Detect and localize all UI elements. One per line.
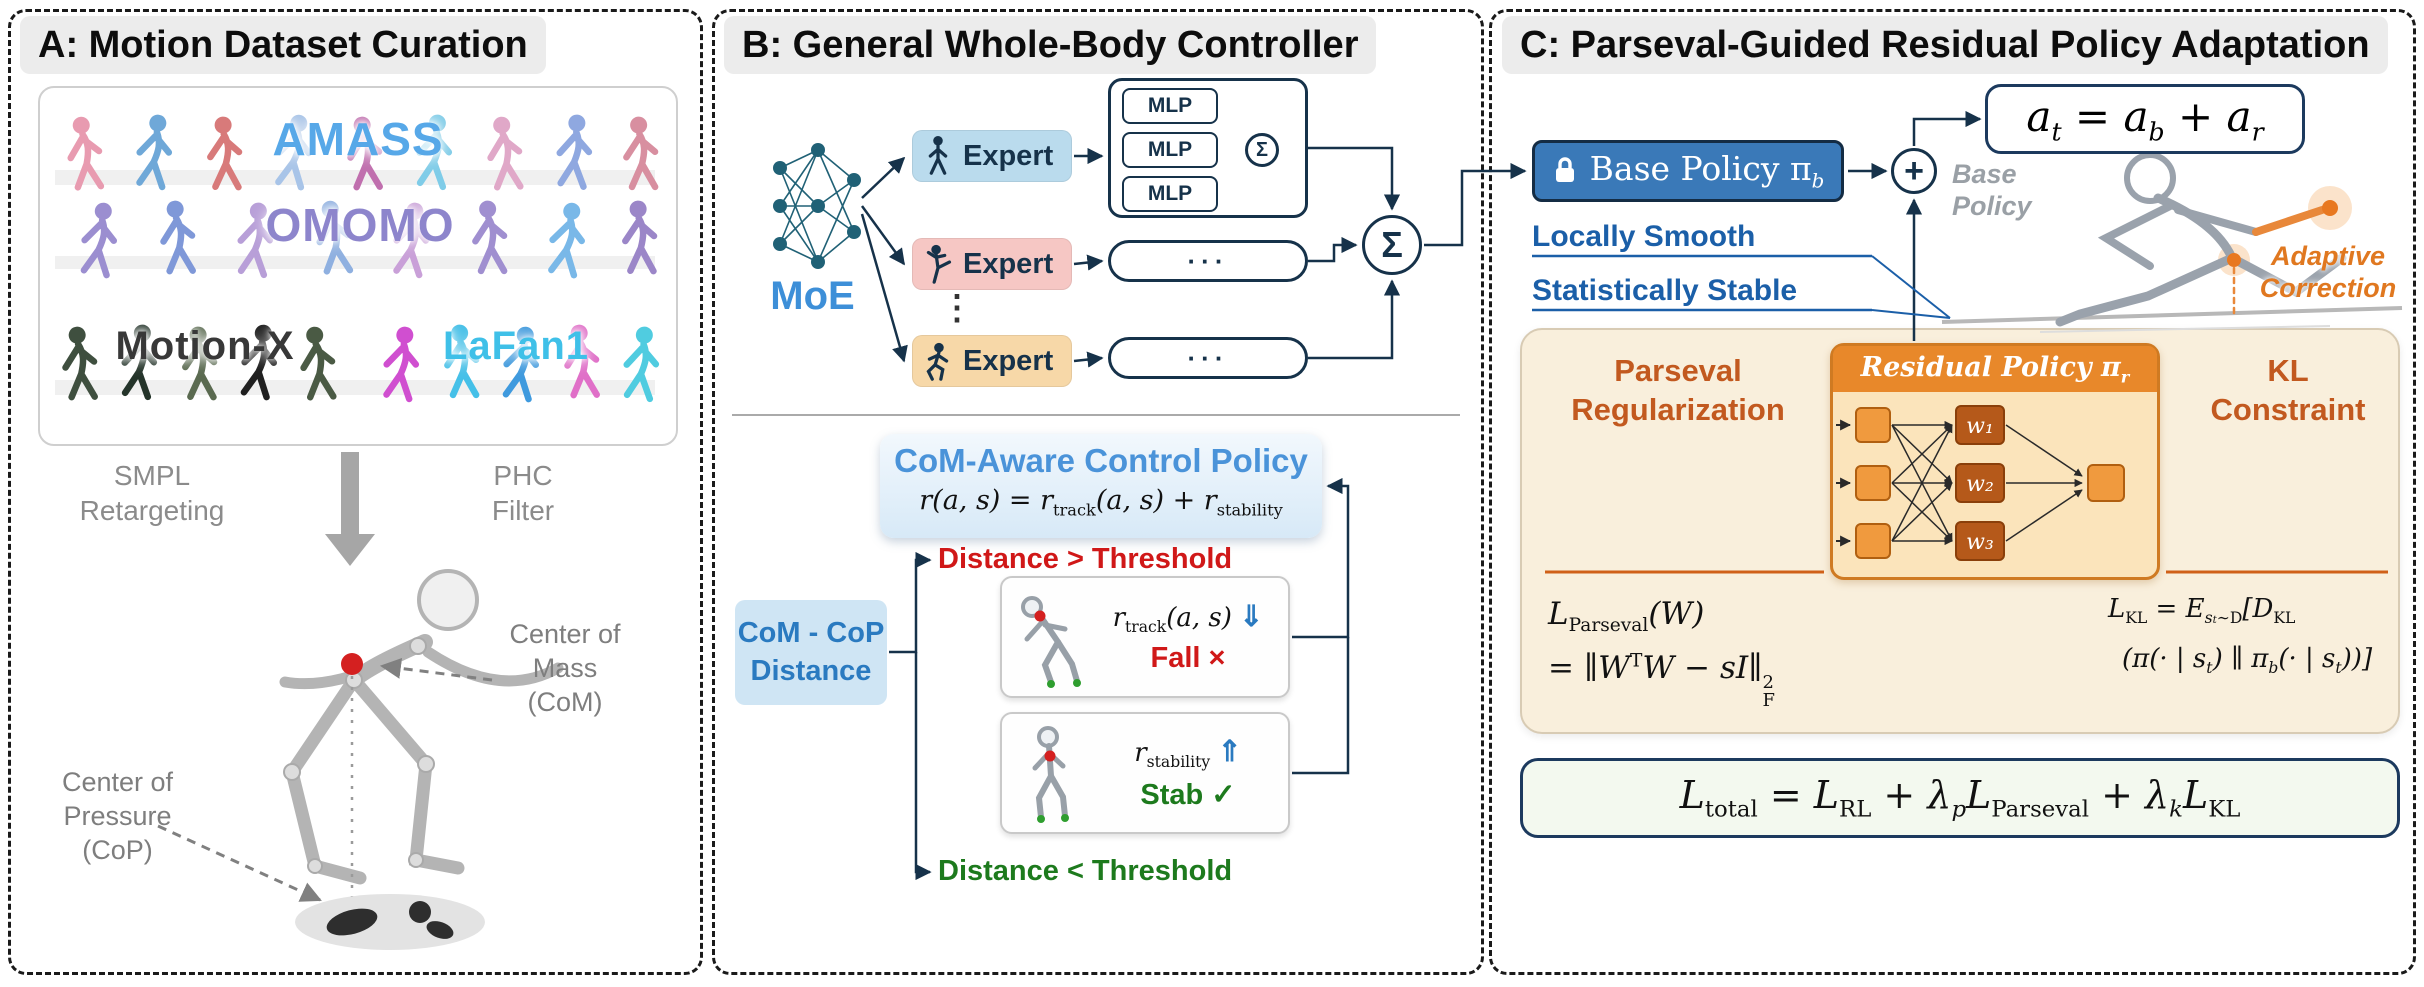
falling-robot-icon [1021,595,1081,688]
kicking-person-icon [926,244,952,284]
mlp-box-1: MLP [1122,88,1218,124]
mixture-sum-circle: Σ [1362,215,1422,275]
mlp-box-3: MLP [1122,176,1218,212]
total-loss-equation: Ltotal = LRL + λpLParseval + λkLKL [1679,773,2241,823]
expert-1-box: Expert [912,130,1072,182]
statistically-stable-label: Statistically Stable [1532,274,1798,307]
com-aware-policy-box: CoM-Aware Control Policy r(a, s) = rtrac… [880,434,1322,538]
kl-loss-line2: (π(· | st) ∥ πb(· | st))] [2122,644,2373,678]
action-equation-box: at = ab + ar [1985,84,2305,154]
stab-label: Stab ✓ [1140,779,1236,812]
lock-icon [1555,157,1574,182]
stability-reward-equation: rstability ⇑ [1134,735,1242,772]
base-policy-box: Base Policy πb [1532,140,1844,202]
panel-a-title: A: Motion Dataset Curation [20,16,546,74]
fall-label: Fall × [1150,642,1226,675]
experts-vertical-dots: ⋮ [940,289,974,327]
kl-loss-line1: LKL = Est∼D[DKL [2108,594,2296,628]
distance-greater-label: Distance > Threshold [938,543,1233,575]
dataset-label-omomo: OMOMO [265,199,455,251]
dataset-label-lafan1: LaFan1 [442,324,590,368]
mlp-sum-circle: Σ [1245,133,1279,167]
fall-case-box: rtrack(a, s) ⇓ Fall × [1000,576,1290,698]
total-loss-box: Ltotal = LRL + λpLParseval + λkLKL [1520,758,2400,838]
panel-c-title: C: Parseval-Guided Residual Policy Adapt… [1502,16,2388,74]
action-equation: at = ab + ar [2026,91,2264,147]
locally-smooth-label: Locally Smooth [1532,220,1756,253]
reward-equation: r(a, s) = rtrack(a, s) + rstability [919,485,1283,520]
residual-policy-header: Residual Policy πr [1833,346,2157,392]
stable-robot-icon [1032,725,1069,823]
dataset-label-amass: AMASS [272,113,444,165]
walking-person-icon [928,135,948,175]
expert-3-output-pill: ··· [1108,337,1308,379]
expert-2-output-pill: ··· [1108,240,1308,282]
panel-b-title: B: General Whole-Body Controller [724,16,1377,74]
panel-a-title-text: A: Motion Dataset Curation [38,23,528,66]
track-reward-equation: rtrack(a, s) ⇓ [1112,600,1264,637]
crouching-person-icon [926,342,949,381]
expert-2-label: Expert [963,247,1054,280]
expert-1-label: Expert [963,139,1054,172]
action-sum-circle: + [1891,148,1937,194]
panel-c-title-text: C: Parseval-Guided Residual Policy Adapt… [1520,23,2370,66]
base-policy-label: Base Policy πb [1589,149,1825,193]
parseval-loss-line1: LParseval(W) [1548,596,1705,637]
expert-2-box: Expert [912,238,1072,290]
expert-3-label: Expert [963,344,1054,377]
dataset-label-motionx: Motion-X [115,324,295,368]
residual-policy-box: Residual Policy πr [1830,343,2160,580]
expert-3-box: Expert [912,335,1072,387]
distance-less-label: Distance < Threshold [938,855,1233,887]
com-aware-policy-title: CoM-Aware Control Policy [894,442,1308,479]
stable-case-box: rstability ⇑ Stab ✓ [1000,712,1290,834]
moe-label: MoE [770,274,855,318]
panel-b-title-text: B: General Whole-Body Controller [742,23,1359,66]
mlp-box-2: MLP [1122,132,1218,168]
